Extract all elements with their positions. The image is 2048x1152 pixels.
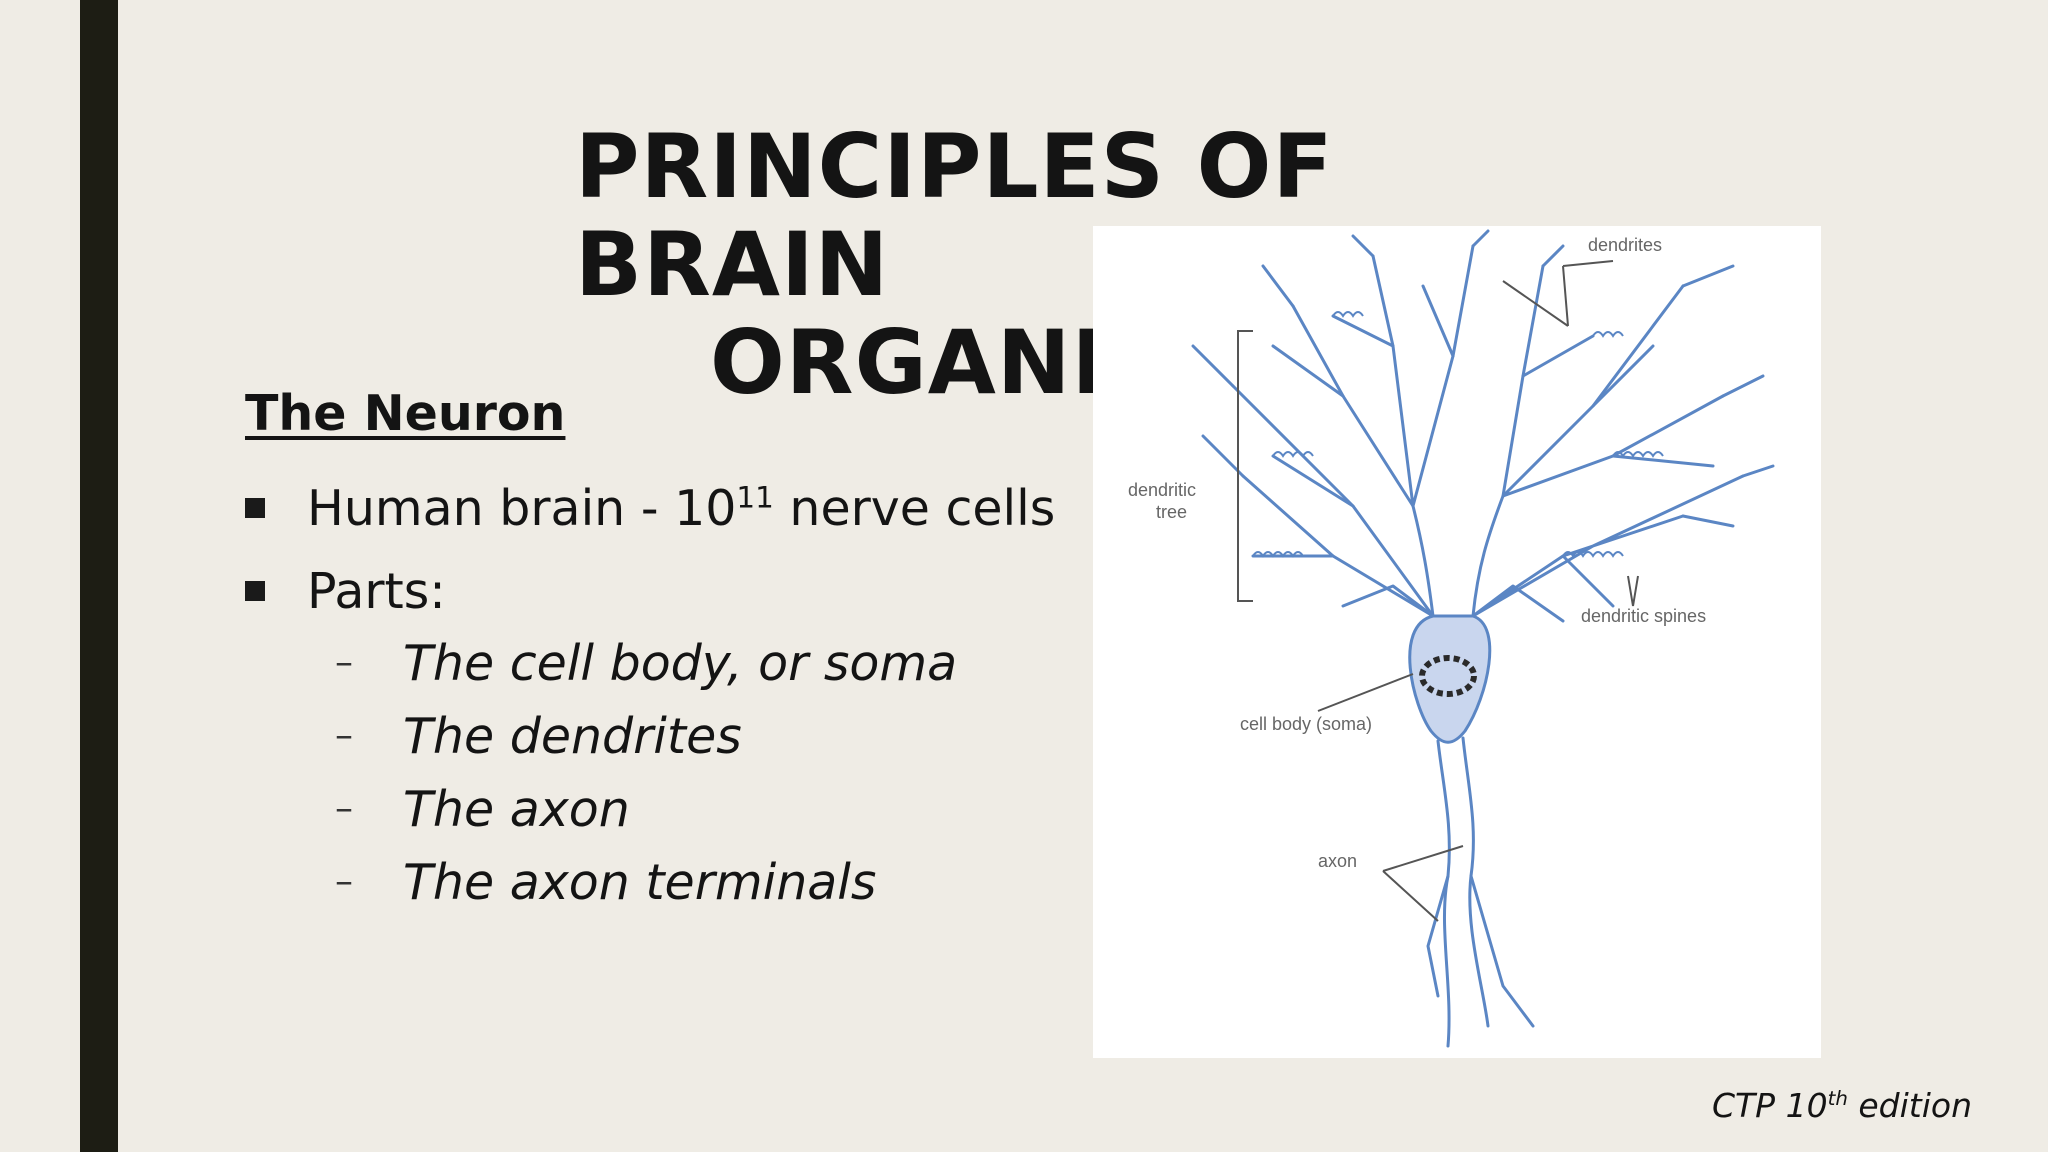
label-leaders <box>1237 260 1639 922</box>
sub-item-text: The axon <box>403 781 630 838</box>
label-cell-body: cell body (soma) <box>1240 714 1372 734</box>
bullet-brain-cells: Human brain - 1011 nerve cells <box>245 480 1055 537</box>
sub-item: – The axon <box>335 781 630 838</box>
bullet-square-icon <box>245 580 265 601</box>
axon-pointer <box>1382 845 1464 922</box>
bullet-text: Human brain - 10 <box>307 480 737 537</box>
dash-marker: – <box>335 861 353 902</box>
label-dendritic-tree-1: dendritic <box>1128 480 1196 500</box>
neuron-diagram: dendrites dendritic tree dendritic spine… <box>1093 226 1821 1058</box>
sub-item-text: The cell body, or soma <box>403 635 958 692</box>
soma <box>1408 614 1492 744</box>
label-dendrites: dendrites <box>1588 235 1662 255</box>
left-accent-bar <box>80 0 118 1152</box>
bullet-square-icon <box>245 497 265 518</box>
label-dendritic-spines: dendritic spines <box>1581 606 1706 626</box>
label-dendritic-tree-2: tree <box>1156 502 1187 522</box>
credit-superscript: th <box>1827 1087 1848 1110</box>
title-line-1: PRINCIPLES OF BRAIN <box>575 115 1334 316</box>
section-heading: The Neuron <box>245 385 566 442</box>
bullet-text-rest: nerve cells <box>773 480 1056 537</box>
dash-marker: – <box>335 715 353 756</box>
sub-item: – The dendrites <box>335 708 742 765</box>
neuron-illustration: dendrites dendritic tree dendritic spine… <box>1128 229 1775 1048</box>
sub-item-text: The dendrites <box>403 708 742 765</box>
axon <box>1426 736 1535 1048</box>
credit-text-rest: edition <box>1847 1086 1972 1125</box>
dendritic-tree <box>1191 229 1775 623</box>
source-credit: CTP 10th edition <box>1712 1086 1972 1125</box>
sub-item-text: The axon terminals <box>403 854 877 911</box>
spines-pointer <box>1627 575 1639 607</box>
sub-item: – The axon terminals <box>335 854 876 911</box>
label-axon: axon <box>1318 851 1357 871</box>
dash-marker: – <box>335 642 353 683</box>
bullet-text: Parts: <box>307 563 446 620</box>
bullet-parts: Parts: <box>245 563 446 620</box>
dendrites-pointer <box>1502 260 1614 327</box>
sub-item: – The cell body, or soma <box>335 635 957 692</box>
credit-text: CTP 10 <box>1711 1086 1828 1125</box>
bullet-exponent: 11 <box>736 480 774 515</box>
nucleus <box>1419 655 1477 697</box>
dash-marker: – <box>335 788 353 829</box>
diagram-labels: dendrites dendritic tree dendritic spine… <box>1128 235 1706 871</box>
dendritic-spines <box>1252 311 1664 558</box>
soma-pointer <box>1317 673 1414 712</box>
dendritic-tree-bracket <box>1237 330 1253 602</box>
